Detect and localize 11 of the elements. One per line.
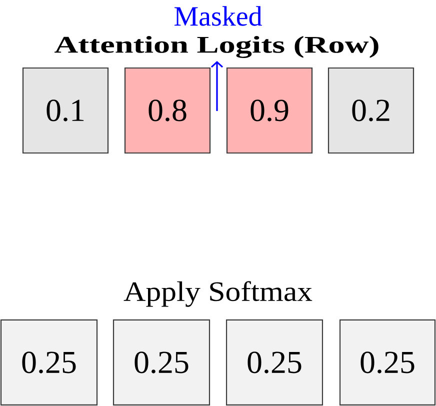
value-box: 0.25 <box>226 319 324 406</box>
annotation-label: Masked <box>174 6 262 26</box>
value-box: 0.8 <box>124 67 211 154</box>
value-box: 0.2 <box>328 67 414 154</box>
value-box: 0.25 <box>0 319 98 406</box>
value-box: 0.9 <box>226 67 313 154</box>
value-box: 0.25 <box>339 319 436 406</box>
value-box: 0.1 <box>22 67 109 154</box>
step-label: Apply Softmax <box>124 281 312 307</box>
value-box: 0.25 <box>112 319 210 406</box>
title: Attention Logits (Row) <box>54 36 378 58</box>
